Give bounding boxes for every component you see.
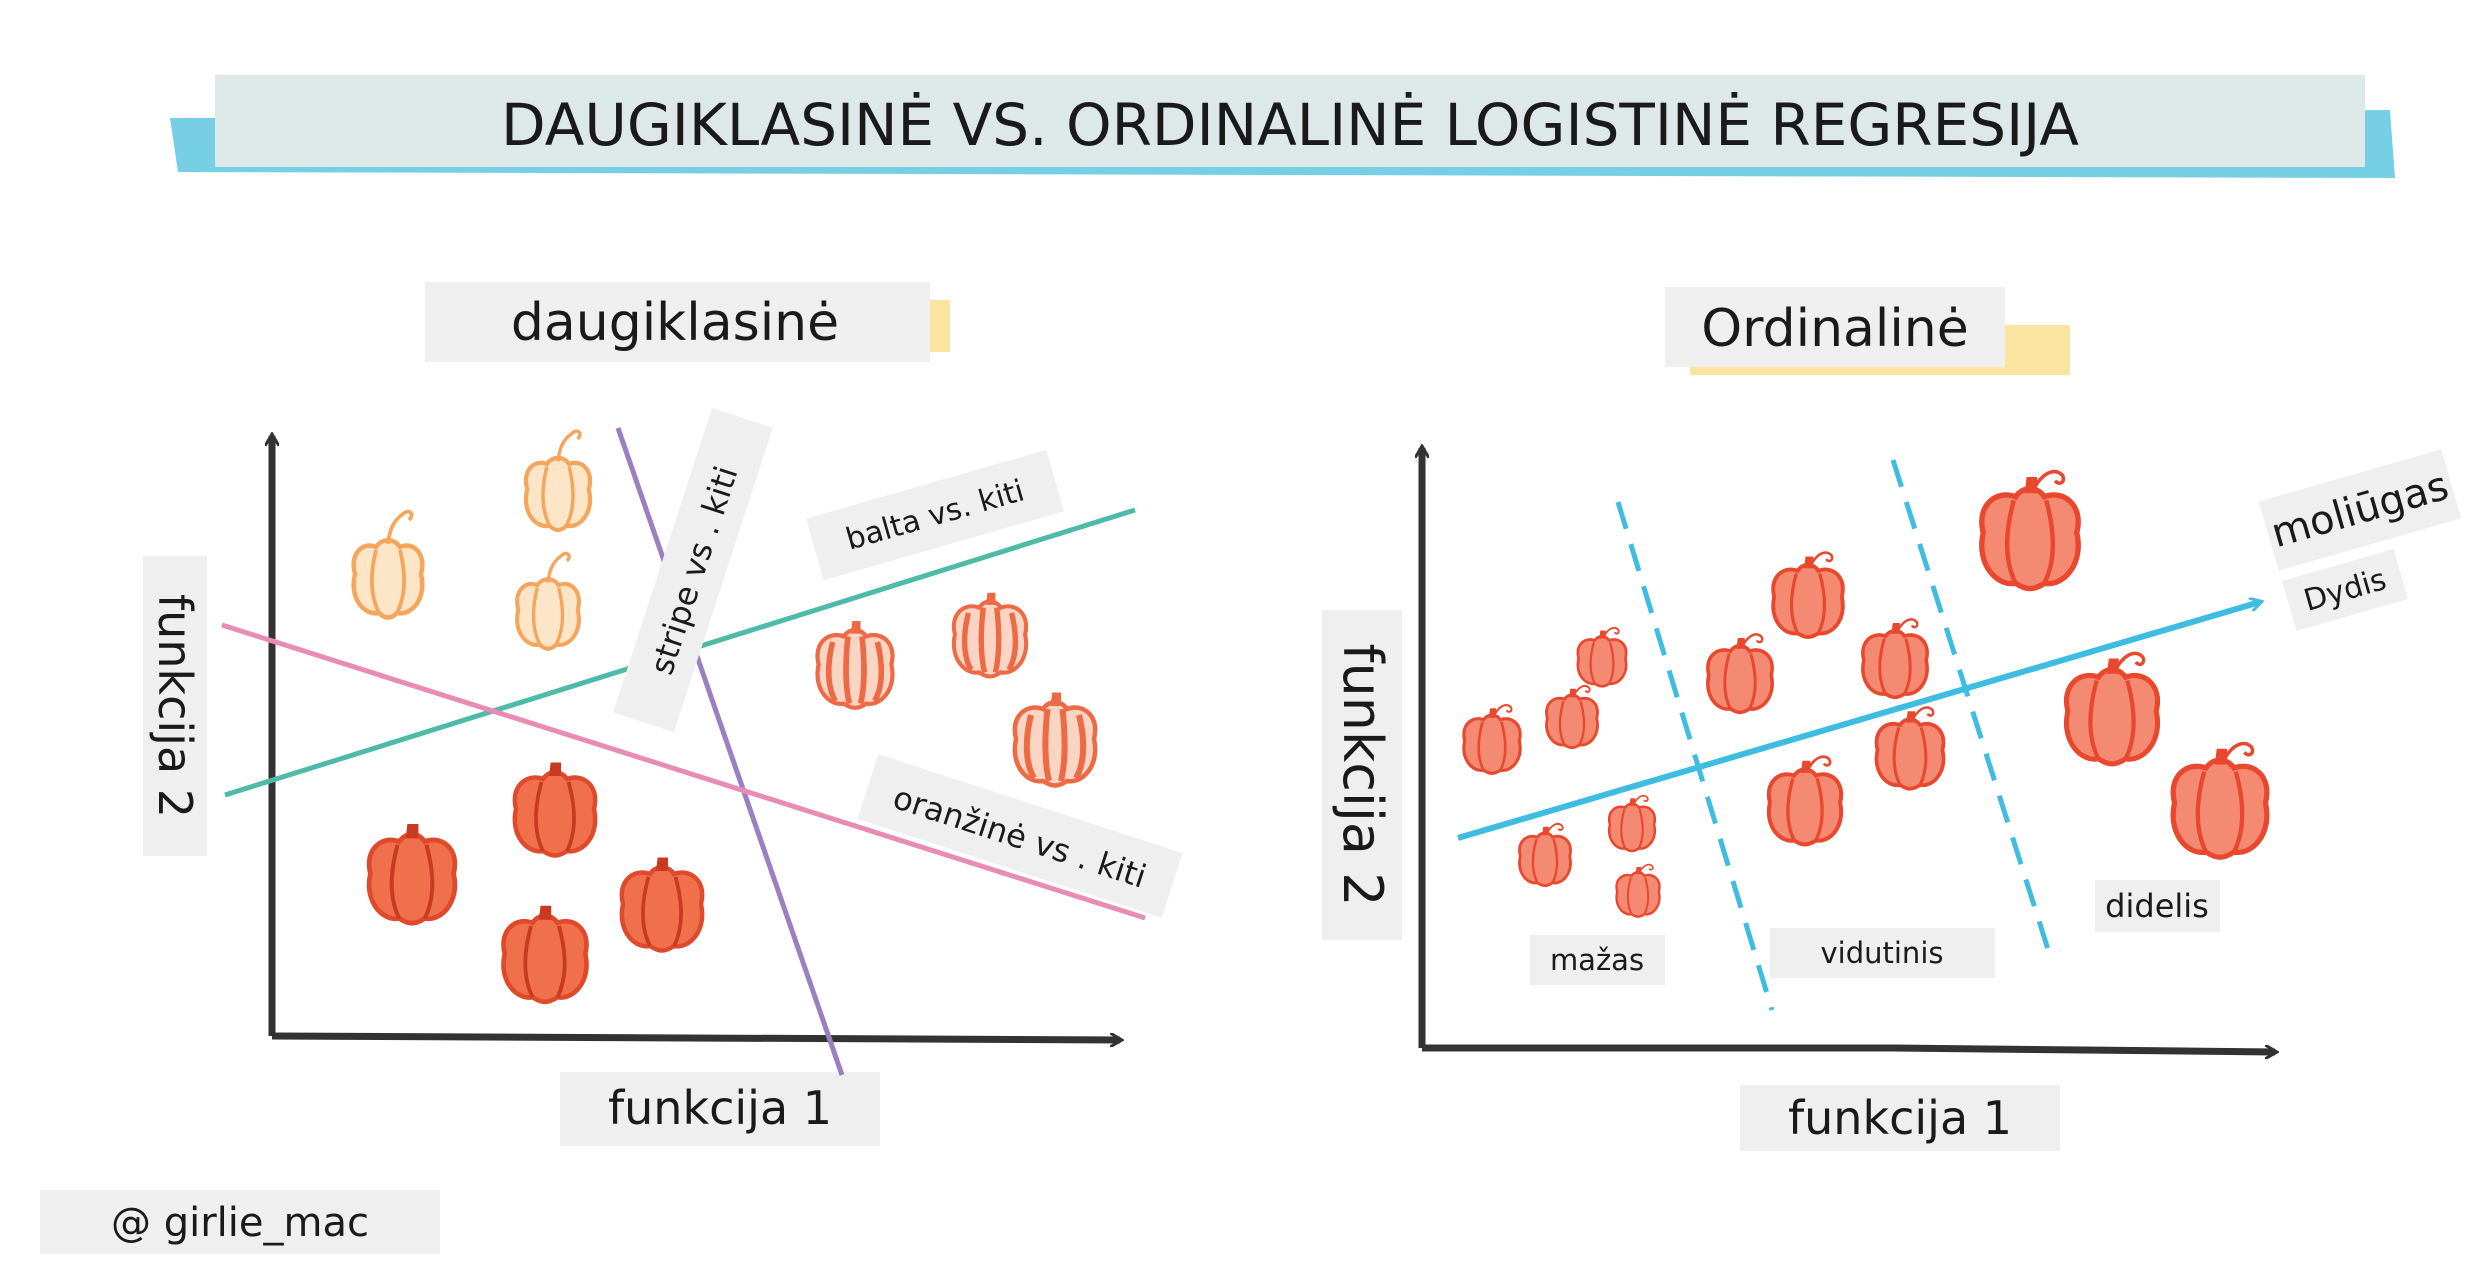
pumpkin-icon (817, 622, 892, 707)
title-banner (215, 75, 2365, 167)
left-x-axis (271, 1032, 1120, 1040)
pumpkin-icon (526, 431, 590, 530)
pumpkin-icon (517, 553, 579, 648)
pumpkin-icon (515, 764, 595, 856)
pumpkin-icon (354, 512, 423, 618)
pumpkin-icon (1462, 703, 1522, 775)
class-medium-label: vidutinis (1821, 936, 1944, 970)
left-x-axis-label: funkcija 1 (608, 1081, 832, 1135)
class-medium-box (1770, 928, 1995, 978)
size-direction-arrow (1457, 602, 2260, 841)
pumpkin-icon (1982, 472, 2078, 589)
right-x-label-box (1740, 1085, 2060, 1151)
right-y-axis-label: funkcija 2 (1331, 643, 1394, 906)
pumpkin-icon (1874, 705, 1946, 791)
left-y-label-box (143, 556, 207, 856)
class-large-box (2095, 880, 2220, 932)
pumpkin-icon (369, 826, 455, 924)
pumpkin-icon (1771, 550, 1845, 640)
right-x-axis-label: funkcija 1 (1788, 1091, 2012, 1145)
right-heading-box (1665, 287, 2005, 367)
pumpkin-icon (1706, 632, 1774, 715)
left-y-axis-label: funkcija 2 (148, 594, 202, 818)
pumpkin-icon (1545, 684, 1599, 750)
pumpkin-icon (1015, 694, 1095, 786)
right-x-axis (1422, 1044, 2275, 1052)
page-title: DAUGIKLASINĖ VS. ORDINALINĖ LOGISTINĖ RE… (501, 91, 2079, 159)
left-heading-box (425, 282, 930, 362)
pumpkin-icon (1518, 822, 1572, 888)
pumpkin-icon (1615, 863, 1661, 918)
pumpkin-icon (1607, 794, 1657, 853)
right-heading: Ordinalinė (1701, 299, 1969, 359)
credit-box (40, 1190, 440, 1254)
white-label-group: balta vs. kiti (806, 449, 1064, 581)
pumpkin-icon (954, 594, 1026, 676)
pumpkin-icon (1769, 757, 1841, 845)
direction-label-group: moliūgas (2258, 449, 2462, 571)
orange-label-group: oranžinė vs . kiti (857, 754, 1183, 918)
right-y-label-box (1322, 610, 1402, 940)
pumpkin-icon (1576, 626, 1628, 688)
stripe-label-group: stripe vs . kiti (613, 407, 773, 733)
class-small-label: mažas (1550, 943, 1644, 977)
credit: @ girlie_mac (111, 1200, 369, 1246)
pumpkin-icon (503, 907, 586, 1002)
pumpkin-icon (2066, 653, 2157, 764)
pumpkin-icon (1861, 617, 1929, 700)
class-small-box (1530, 935, 1665, 985)
pumpkin-icon (2173, 744, 2267, 858)
orange-boundary-line (221, 622, 1146, 921)
threshold-line-small-medium (1615, 501, 1775, 1011)
stripe-boundary-line (615, 427, 845, 1076)
pumpkin-icon (622, 859, 702, 951)
left-x-label-box (560, 1072, 880, 1146)
left-heading: daugiklasinė (511, 293, 839, 353)
class-large-label: didelis (2105, 887, 2209, 925)
